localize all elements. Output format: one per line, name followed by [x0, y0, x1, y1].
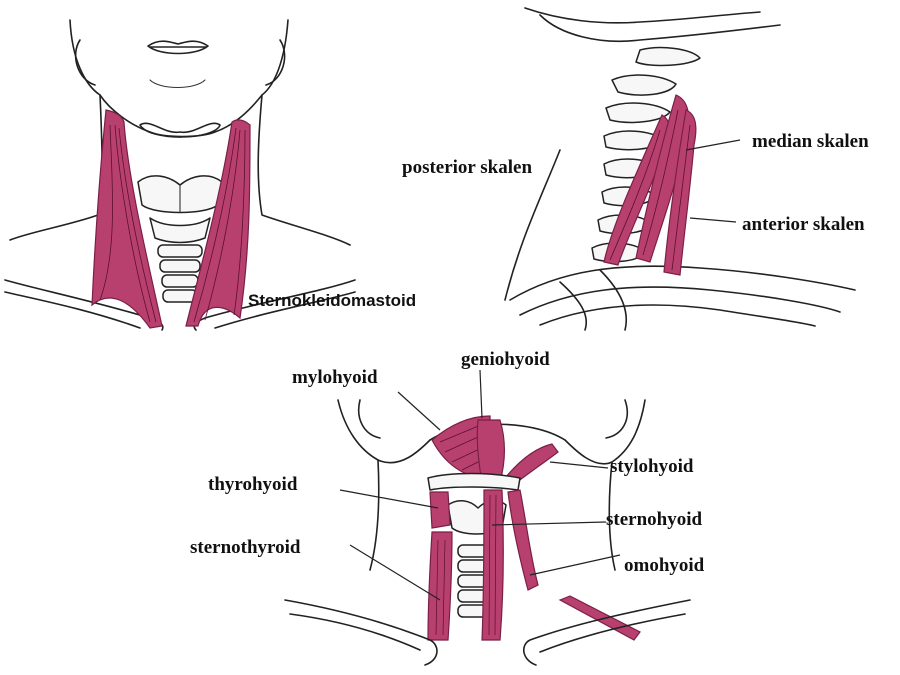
neck-right [258, 95, 350, 245]
label-sternocleidomastoid: Sternokleidomastoid [248, 291, 416, 311]
scalene-panel [505, 8, 855, 330]
label-median-scalene: median skalen [752, 131, 869, 153]
skull-outline [525, 8, 780, 41]
sternothyroid-leader [350, 545, 440, 600]
neck-left [10, 95, 102, 240]
hyoid-clavicle-right [524, 600, 690, 665]
geniohyoid-leader [480, 370, 482, 418]
ribs [510, 266, 855, 330]
thyrohyoid-leader [340, 490, 438, 508]
lips [148, 41, 208, 53]
face-outline [70, 20, 288, 137]
label-posterior-scalene: posterior skalen [402, 157, 532, 179]
sternocleidomastoid-panel [5, 20, 355, 330]
label-geniohyoid: geniohyoid [461, 349, 550, 371]
label-omohyoid: omohyoid [624, 555, 704, 577]
label-thyrohyoid: thyrohyoid [208, 474, 297, 496]
label-sternothyroid: sternothyroid [190, 537, 300, 559]
sternohyoid-muscle [482, 490, 503, 640]
sternothyroid-muscle [428, 532, 452, 640]
chin-line [150, 80, 205, 88]
mylohyoid-leader [398, 392, 440, 430]
label-anterior-scalene: anterior skalen [742, 214, 865, 236]
right-scm-muscle [186, 120, 250, 326]
geniohyoid-muscle [477, 420, 504, 482]
omohyoid-leader [530, 555, 620, 575]
label-stylohyoid: stylohyoid [610, 456, 693, 478]
hyoid-bone-3 [428, 474, 520, 491]
sternohyoid-leader [492, 522, 606, 525]
anterior-scalene-leader [690, 218, 736, 222]
hyoid-clavicle-left [285, 600, 437, 665]
cricoid [150, 218, 210, 243]
label-mylohyoid: mylohyoid [292, 367, 378, 389]
label-sternohyoid: sternohyoid [606, 509, 702, 531]
thyrohyoid-muscle [430, 492, 450, 528]
